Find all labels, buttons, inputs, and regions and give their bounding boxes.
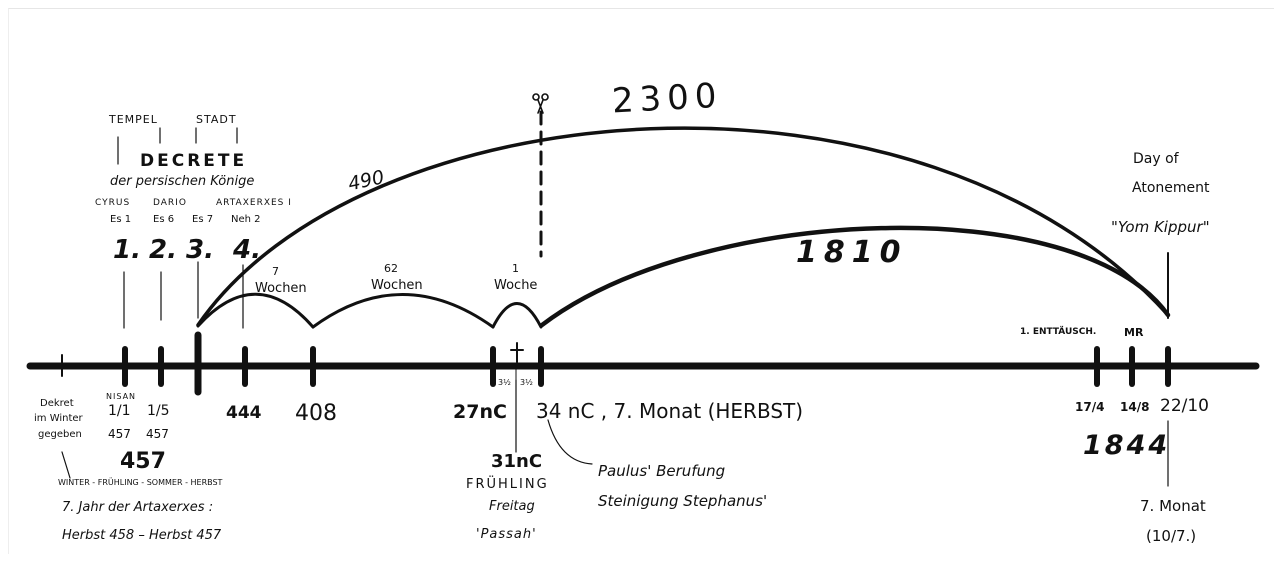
half-2: 3½: [520, 378, 533, 387]
year-444: 444: [226, 403, 262, 423]
decree-2-ref: Es 6: [153, 214, 174, 225]
decree-4-num: 4.: [232, 235, 261, 265]
arc-7-num: 7: [272, 265, 279, 278]
year-457-b: 457: [146, 427, 169, 441]
year-1844: 1844: [1083, 430, 1170, 461]
year-31: 31nC: [491, 451, 542, 472]
date-2210: 22/10: [1160, 396, 1209, 416]
decree-4-king: ARTAXERXES I: [216, 198, 292, 208]
diagram-frame: [8, 8, 1274, 554]
date-15: 1/5: [147, 403, 170, 419]
label-artax-year: 7. Jahr der Artaxerxes :: [62, 500, 213, 515]
date-148: 14/8: [1120, 400, 1149, 414]
decree-2-king: DARIO: [153, 198, 187, 208]
label-paulus: Paulus' Berufung: [598, 462, 725, 480]
half-1: 3½: [498, 378, 511, 387]
arc-1-label: Woche: [494, 278, 537, 293]
arc-62-wochen: [311, 293, 495, 329]
label-freitag: Freitag: [489, 499, 535, 514]
label-decrete: DECRETE: [140, 151, 247, 171]
dekret-line3: gegeben: [38, 429, 82, 440]
guide-dekret: [61, 451, 71, 479]
arc-1-woche: [491, 302, 543, 329]
decree-2-num: 2.: [149, 235, 177, 265]
label-decrete-sub: der persischen Könige: [110, 174, 254, 189]
cross-icon: [510, 342, 524, 363]
dekret-line2: im Winter: [34, 413, 84, 424]
year-408: 408: [295, 401, 337, 426]
year-27: 27nC: [453, 401, 507, 423]
label-monat-7b: (10/7.): [1146, 527, 1196, 545]
label-stadt: STADT: [196, 113, 237, 126]
label-490: 490: [346, 166, 386, 195]
scissors-icon: [532, 93, 549, 114]
atonement-line3: "Yom Kippur": [1111, 218, 1210, 236]
year-457-a: 457: [108, 427, 131, 441]
decree-3-ref: Es 7: [192, 214, 213, 225]
label-mr: MR: [1124, 326, 1144, 339]
label-passah: 'Passah': [476, 527, 537, 542]
atonement-line2: Atonement: [1132, 180, 1210, 196]
decree-4-ref: Neh 2: [231, 214, 261, 225]
year-457-big: 457: [120, 449, 166, 474]
year-34: 34 nC , 7. Monat (HERBST): [536, 399, 803, 423]
arc-62-label: Wochen: [371, 278, 423, 293]
decree-1-ref: Es 1: [110, 214, 131, 225]
label-tempel: TEMPEL: [108, 113, 158, 126]
arc-2300: [196, 126, 1170, 327]
decree-1-num: 1.: [113, 235, 141, 265]
arc-1810: [539, 225, 1171, 328]
decree-3-num: 3.: [186, 235, 214, 265]
label-steinigung: Steinigung Stephanus': [598, 492, 767, 510]
label-1810: 1810: [796, 235, 908, 270]
label-nisan: NISAN: [106, 392, 136, 401]
atonement-line1: Day of: [1133, 151, 1180, 167]
arc-62-num: 62: [384, 262, 398, 275]
arc-1-num: 1: [512, 262, 519, 275]
decree-1-king: CYRUS: [95, 198, 130, 208]
arc-7-label: Wochen: [255, 281, 307, 296]
date-174: 17/4: [1075, 400, 1104, 414]
date-11: 1/1: [108, 403, 131, 419]
label-enttaeusch: 1. ENTTÄUSCH.: [1020, 326, 1096, 337]
guide-paulus: [547, 419, 593, 465]
label-seasons: WINTER - FRÜHLING - SOMMER - HERBST: [58, 477, 223, 487]
label-monat-7: 7. Monat: [1140, 497, 1206, 515]
label-2300: 2300: [611, 76, 723, 122]
dekret-line1: Dekret: [40, 398, 74, 409]
label-artax-range: Herbst 458 – Herbst 457: [62, 528, 222, 543]
label-fruehling: FRÜHLING: [466, 475, 549, 492]
arc-7-wochen: [196, 292, 315, 329]
